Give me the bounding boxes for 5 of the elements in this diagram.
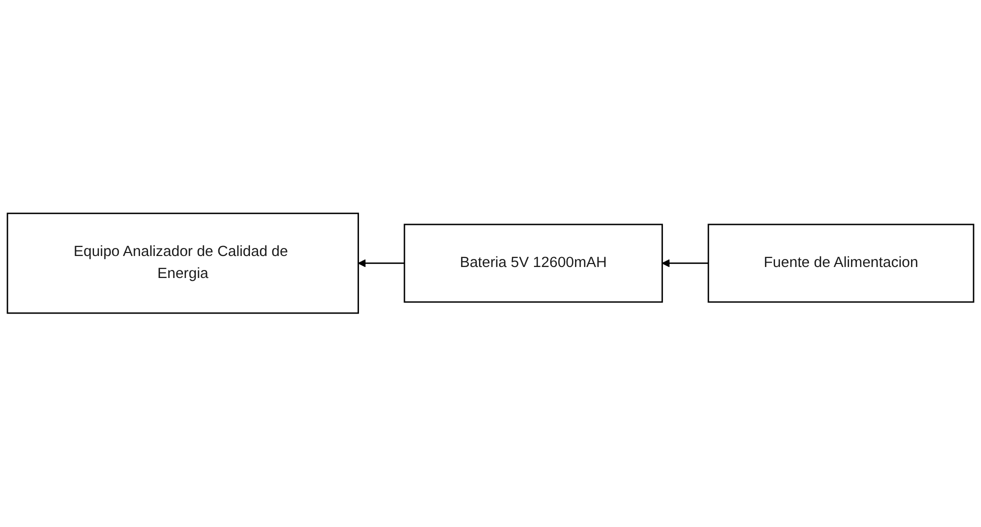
arrow: [662, 259, 708, 268]
node-box: Bateria 5V 12600mAH: [404, 224, 663, 303]
node-box: Equipo Analizador de Calidad de Energia: [6, 212, 359, 314]
arrow: [358, 259, 404, 268]
node-box: Fuente de Alimentacion: [708, 224, 974, 303]
